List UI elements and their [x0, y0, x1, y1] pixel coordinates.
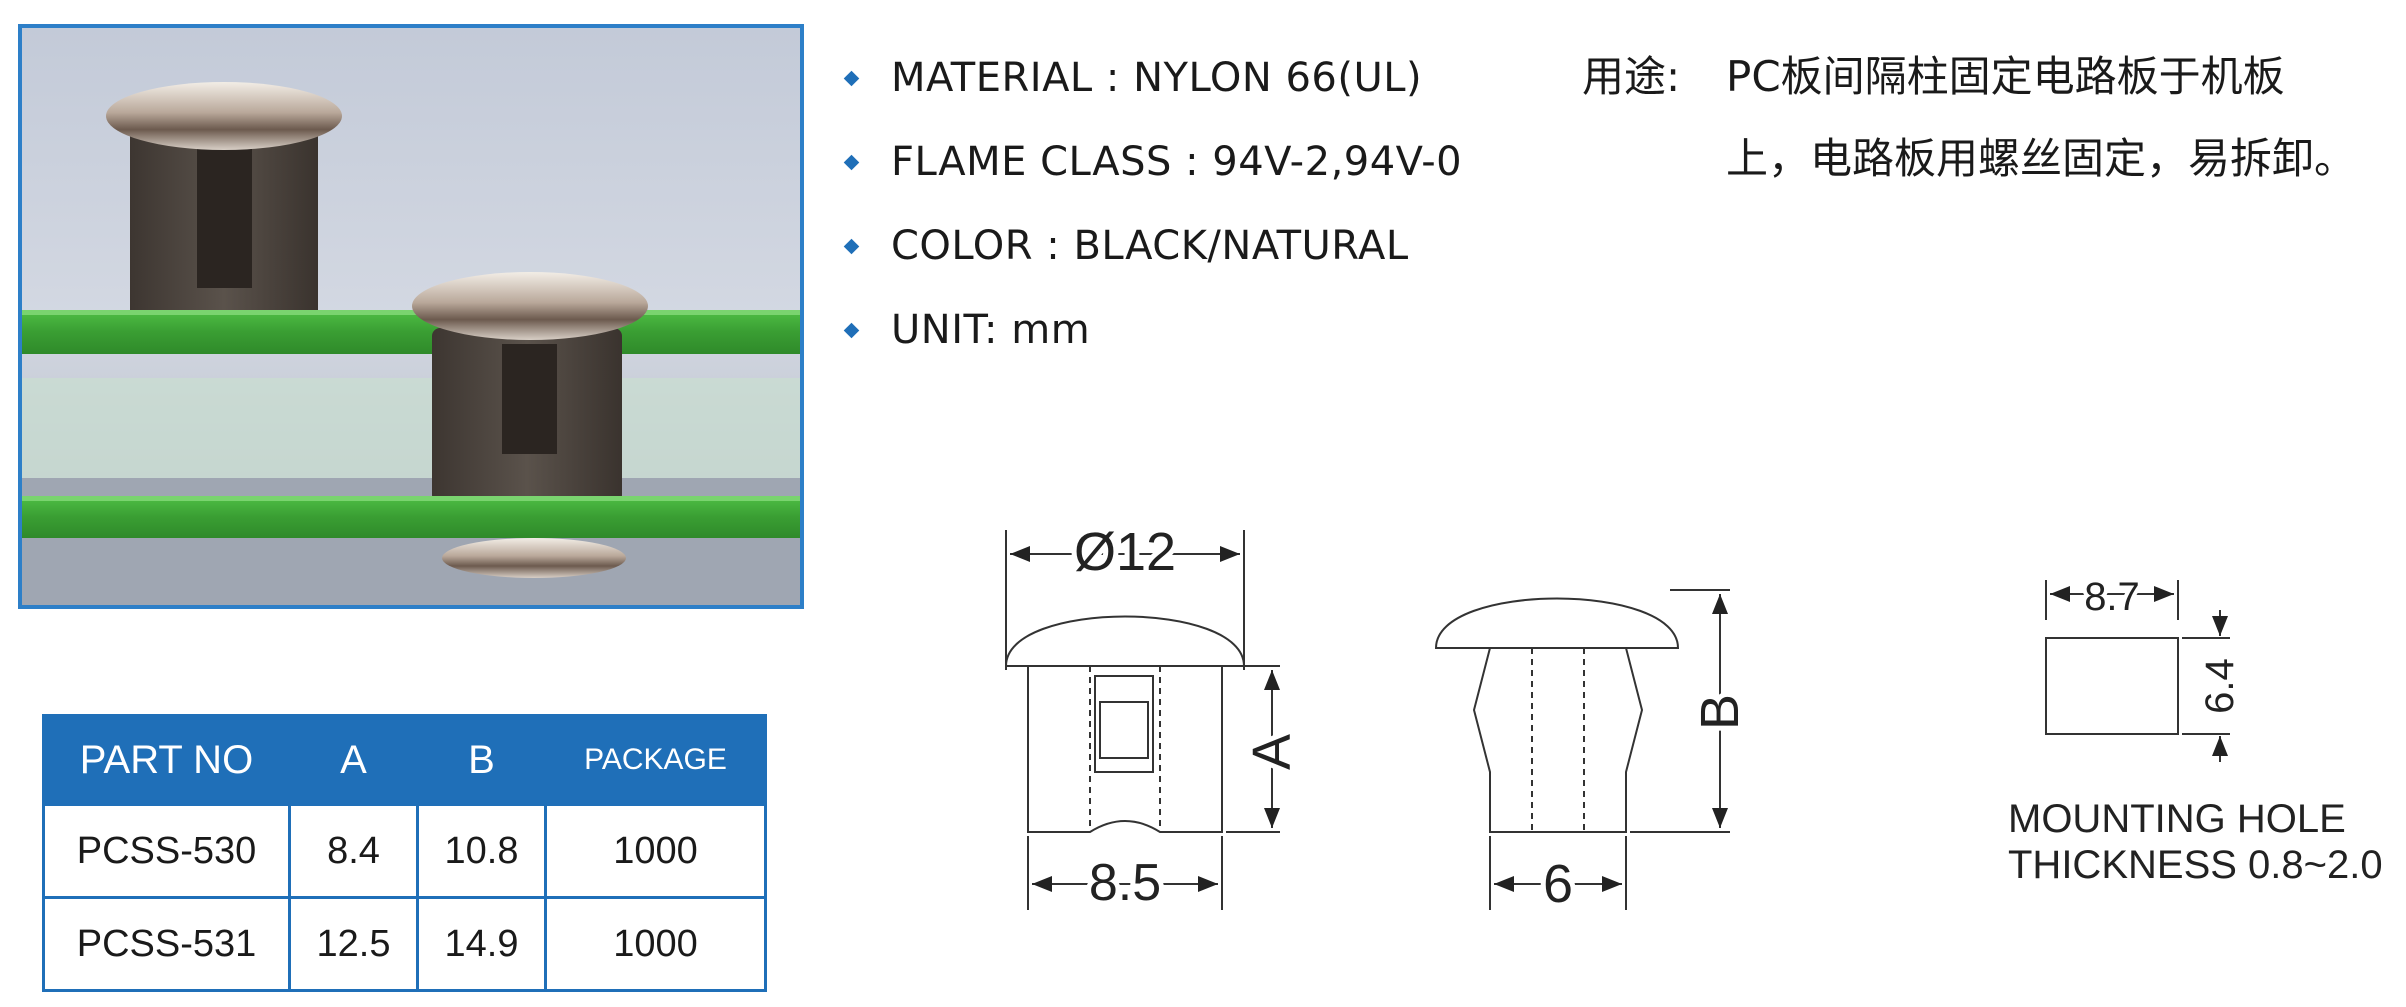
a-cell: 12.5 [288, 896, 419, 992]
spec-list: MATERIAL NYLON 66(UL) FLAME CLASS 94V-2,… [842, 36, 1462, 372]
column-header-b: B [416, 714, 547, 806]
mounting-hole-drawing [2045, 580, 2230, 762]
spec-value: BLACK/NATURAL [1073, 223, 1409, 269]
b-cell: 14.9 [416, 896, 547, 992]
diamond-bullet-icon [843, 322, 860, 338]
spec-label: UNIT [891, 307, 1011, 353]
product-photo-illustration [22, 28, 800, 605]
part-no-cell: PCSS-530 [42, 803, 291, 899]
mounting-hole-note-line1: MOUNTING HOLE [2008, 797, 2346, 841]
table-header-row: PART NO A B PACKAGE [42, 714, 767, 806]
spec-value: NYLON 66(UL) [1133, 55, 1423, 101]
package-cell: 1000 [544, 803, 767, 899]
product-photo [18, 24, 804, 609]
b-cell: 10.8 [416, 803, 547, 899]
usage-text: PC板间隔柱固定电路板于机板上，电路板用螺丝固定，易拆卸。 [1726, 52, 2357, 183]
column-header-a: A [288, 714, 419, 806]
parts-table: PART NO A B PACKAGE PCSS-530 8.4 10.8 10… [42, 714, 767, 992]
spec-value: 94V-2,94V-0 [1212, 139, 1463, 185]
table-row: PCSS-531 12.5 14.9 1000 [42, 896, 767, 992]
drawing-canvas: Ø12 A 8.5 B 6 8.7 [1004, 517, 2383, 919]
front-view-drawing [1004, 530, 1280, 910]
diamond-bullet-icon [843, 238, 860, 254]
spec-label: MATERIAL [891, 55, 1133, 101]
table-row: PCSS-530 8.4 10.8 1000 [42, 803, 767, 899]
side-width-label: 6 [1543, 854, 1573, 914]
part-no-cell: PCSS-531 [42, 896, 291, 992]
dim-a-label: A [1242, 734, 1302, 770]
side-view-drawing [1434, 589, 1730, 910]
spec-label: FLAME CLASS [891, 139, 1212, 185]
spec-item-material: MATERIAL NYLON 66(UL) [842, 36, 1462, 120]
spec-item-unit: UNIT mm [842, 288, 1462, 372]
spec-item-flame-class: FLAME CLASS 94V-2,94V-0 [842, 120, 1462, 204]
usage-label: 用途: [1582, 52, 1681, 101]
hole-height-label: 6.4 [2198, 658, 2242, 714]
spec-item-color: COLOR BLACK/NATURAL [842, 204, 1462, 288]
diamond-bullet-icon [843, 154, 860, 170]
column-header-package: PACKAGE [544, 714, 767, 806]
package-cell: 1000 [544, 896, 767, 992]
technical-drawings: Ø12 A 8.5 B 6 8.7 [980, 470, 2400, 990]
hole-width-label: 8.7 [2084, 575, 2140, 619]
a-cell: 8.4 [288, 803, 419, 899]
mounting-hole-note-line2: THICKNESS 0.8~2.0 [2008, 843, 2383, 887]
head-diameter-label: Ø12 [1074, 522, 1176, 582]
dim-b-label: B [1690, 694, 1750, 730]
diamond-bullet-icon [843, 70, 860, 86]
spec-value: mm [1011, 307, 1091, 353]
base-width-label: 8.5 [1089, 854, 1161, 912]
spec-label: COLOR [891, 223, 1073, 269]
column-header-part-no: PART NO [42, 714, 291, 806]
